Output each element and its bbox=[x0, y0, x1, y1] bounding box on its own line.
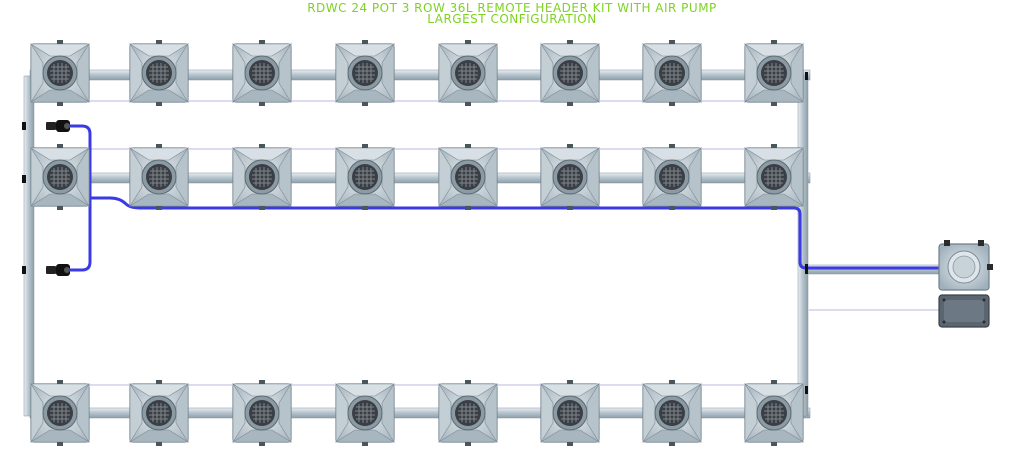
manifold-fitting bbox=[22, 266, 26, 274]
remote-header-reservoir bbox=[938, 240, 993, 291]
grow-pot bbox=[438, 39, 498, 107]
air-pump bbox=[938, 294, 990, 328]
remote-header-pipe bbox=[807, 264, 941, 311]
diagram-title: RDWC 24 POT 3 ROW 36L REMOTE HEADER KIT … bbox=[307, 1, 717, 15]
grow-pot bbox=[335, 143, 395, 211]
reservoir-fitting bbox=[987, 264, 993, 270]
grow-pot bbox=[232, 39, 292, 107]
grow-pot bbox=[642, 143, 702, 211]
manifold-fitting bbox=[805, 264, 808, 274]
grow-pot bbox=[642, 379, 702, 447]
diagram-subtitle: LARGEST CONFIGURATION bbox=[427, 12, 597, 26]
air-stone-connector bbox=[46, 120, 70, 132]
air-stone-connector bbox=[46, 264, 70, 276]
grow-pot bbox=[540, 39, 600, 107]
air-line bbox=[68, 124, 942, 272]
reservoir-fitting bbox=[944, 240, 950, 246]
manifold-fitting bbox=[22, 175, 26, 183]
grow-pot bbox=[744, 379, 804, 447]
grow-pot bbox=[232, 379, 292, 447]
grow-pot bbox=[540, 143, 600, 211]
grow-pot bbox=[642, 39, 702, 107]
grow-pot bbox=[30, 143, 90, 211]
grow-pot bbox=[744, 39, 804, 107]
grow-pot bbox=[335, 39, 395, 107]
left-return-manifold bbox=[23, 75, 35, 417]
grow-pot bbox=[129, 379, 189, 447]
grow-pot bbox=[744, 143, 804, 211]
grow-pot bbox=[30, 39, 90, 107]
grow-pot bbox=[438, 143, 498, 211]
grow-pot bbox=[438, 379, 498, 447]
manifold-fitting bbox=[805, 72, 808, 80]
reservoir-fitting bbox=[978, 240, 984, 246]
manifold-fitting bbox=[805, 386, 808, 394]
grow-pot bbox=[335, 379, 395, 447]
manifold-fitting bbox=[22, 122, 26, 130]
grow-pot bbox=[232, 143, 292, 211]
grow-pot bbox=[129, 143, 189, 211]
grow-pot bbox=[540, 379, 600, 447]
grow-pot bbox=[30, 379, 90, 447]
grow-pot bbox=[129, 39, 189, 107]
